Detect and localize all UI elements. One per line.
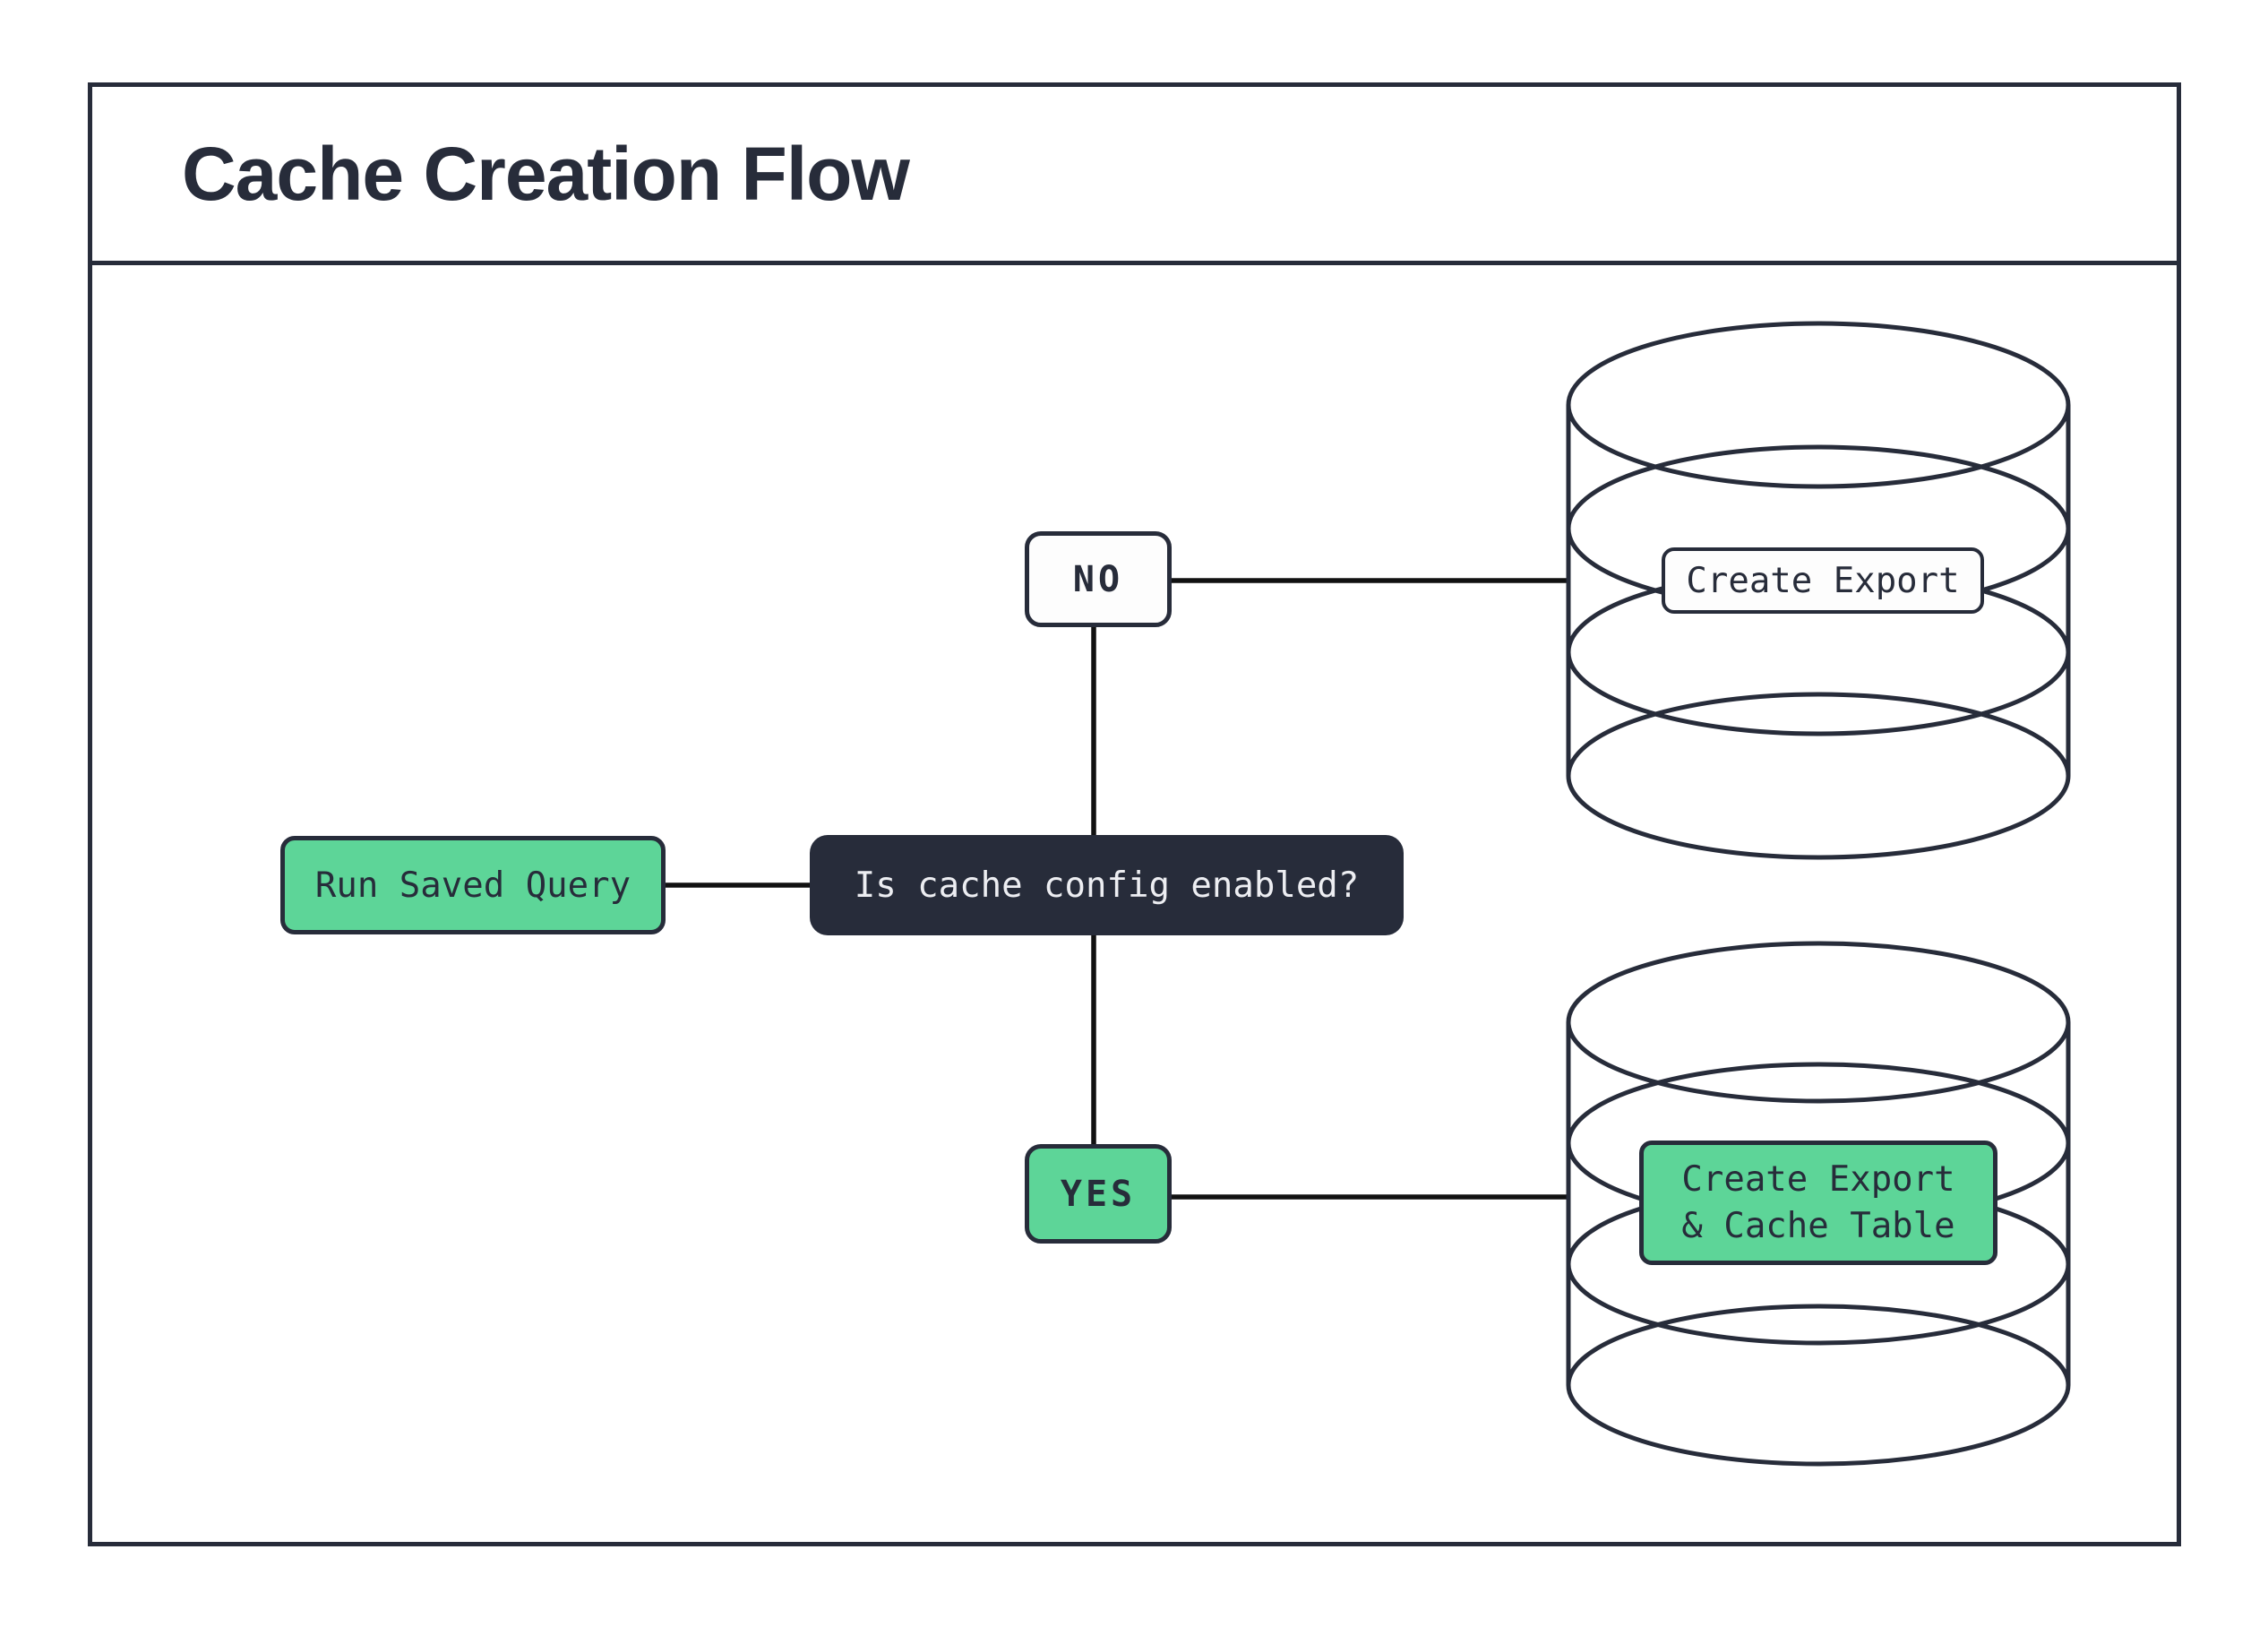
- diagram-frame: Cache Creation Flow: [88, 82, 2181, 1546]
- page-title: Cache Creation Flow: [182, 131, 910, 216]
- node-branch-no-label: NO: [1072, 558, 1124, 600]
- node-create-export: Create Export: [1662, 547, 1984, 614]
- title-bar: Cache Creation Flow: [92, 87, 2177, 265]
- node-run-saved-query: Run Saved Query: [280, 836, 666, 934]
- node-branch-yes-label: YES: [1060, 1173, 1137, 1215]
- connector-lines: [666, 578, 1570, 1200]
- database-cylinder-icon: [1566, 941, 2071, 1467]
- node-run-saved-query-label: Run Saved Query: [314, 865, 631, 906]
- node-create-export-cache-line2: & Cache Table: [1681, 1205, 1955, 1246]
- node-create-export-cache-line1: Create Export: [1681, 1159, 1955, 1201]
- node-decision-cache-config: Is cache config enabled?: [810, 835, 1404, 935]
- database-cylinder-icon: [1566, 321, 2071, 860]
- node-branch-yes: YES: [1025, 1144, 1172, 1244]
- node-branch-no: NO: [1025, 531, 1172, 627]
- node-decision-label: Is cache config enabled?: [854, 865, 1360, 906]
- node-create-export-cache-table: Create Export & Cache Table: [1639, 1141, 1997, 1265]
- node-create-export-label: Create Export: [1686, 560, 1960, 601]
